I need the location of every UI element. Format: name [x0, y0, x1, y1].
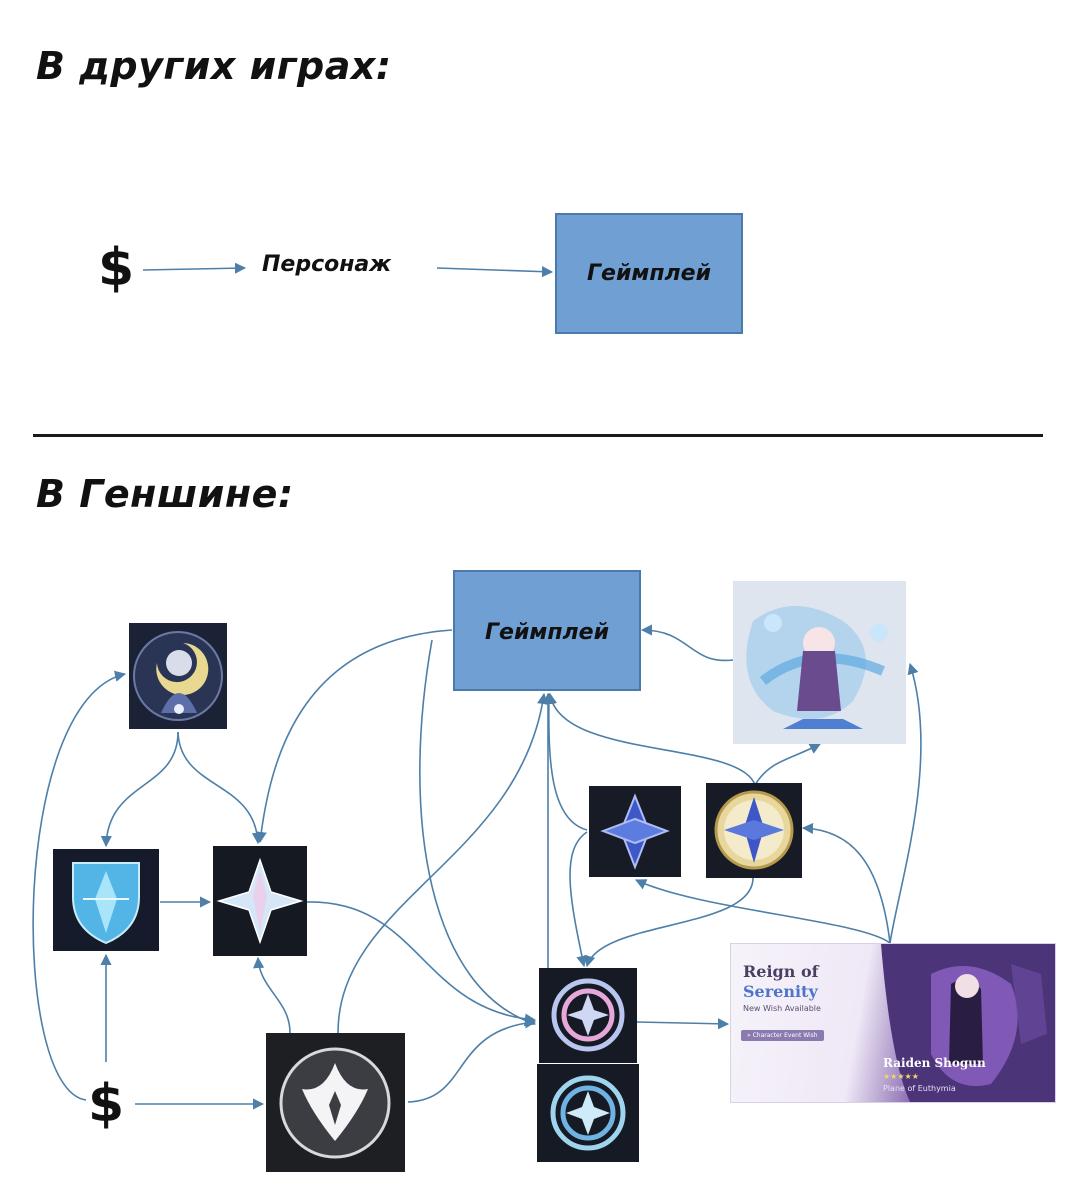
arrow-primogem-to-fate [306, 901, 537, 1025]
arrow-banner-to-starglitter [801, 822, 891, 944]
banner-subtitle: New Wish Available [743, 1004, 821, 1013]
character-art-icon [733, 581, 906, 744]
masterless-starglitter-icon [706, 783, 802, 878]
heading-other-games: В других играх: [36, 44, 392, 88]
intertwined-fate-icon [539, 968, 637, 1063]
dollar-sign-bottom: $ [88, 1074, 125, 1134]
arrow-fate-to-banner [636, 1018, 730, 1030]
primogem-fragment-icon [53, 849, 159, 951]
arrow-starglitter-to-character [754, 743, 821, 786]
arrow-stardust-to-fate [569, 831, 588, 968]
heading-genshin: В Геншине: [36, 472, 294, 516]
arrow-banner-to-stardust [634, 879, 891, 944]
arrow-dollar-to-moon [32, 670, 127, 1101]
wish-banner-icon: Reign of Serenity New Wish Available » C… [730, 943, 1056, 1103]
welkin-moon-icon [129, 623, 227, 729]
arrow-starglitter-to-gameplay [546, 692, 756, 786]
arrow-genesis-to-primogem [253, 956, 291, 1034]
masterless-stardust-icon [589, 786, 681, 877]
arrow-banner-to-character [889, 662, 922, 944]
character-label: Персонаж [262, 252, 392, 277]
arrow-stardust-to-gameplay [543, 692, 588, 831]
primogem-icon [213, 846, 307, 956]
arrow-gameplay-to-fate [419, 639, 537, 1027]
dollar-sign-top: $ [98, 238, 135, 298]
banner-title-line2: Serenity [743, 982, 818, 1001]
arrow-moon-to-primogem [177, 731, 264, 845]
banner-title-line1: Reign of [743, 962, 819, 981]
gameplay-box-top: Геймплей [555, 213, 743, 334]
banner-pill: » Character Event Wish [741, 1030, 824, 1041]
genesis-crystal-icon [266, 1033, 405, 1172]
banner-art [881, 944, 1055, 1102]
banner-stars: ★★★★★ [883, 1072, 919, 1081]
arrow-starglitter-to-fate [584, 877, 754, 968]
arrow-genesis-to-fate [407, 1017, 537, 1103]
arrow-moon-to-fragment [100, 731, 179, 848]
section-divider [33, 434, 1043, 437]
acquaint-fate-icon [537, 1064, 639, 1162]
arrow-genesis-to-gameplay [337, 692, 549, 1034]
arrow-dollar-to-character [142, 262, 247, 274]
gameplay-box-bottom: Геймплей [453, 570, 641, 691]
arrow-character-to-gameplay [436, 266, 554, 278]
arrow-gameplay-to-primogem [255, 629, 453, 844]
banner-character-name: Raiden Shogun [883, 1056, 986, 1070]
banner-tagline: Plane of Euthymia [883, 1084, 956, 1093]
arrow-character-to-gameplay-b [640, 624, 734, 662]
